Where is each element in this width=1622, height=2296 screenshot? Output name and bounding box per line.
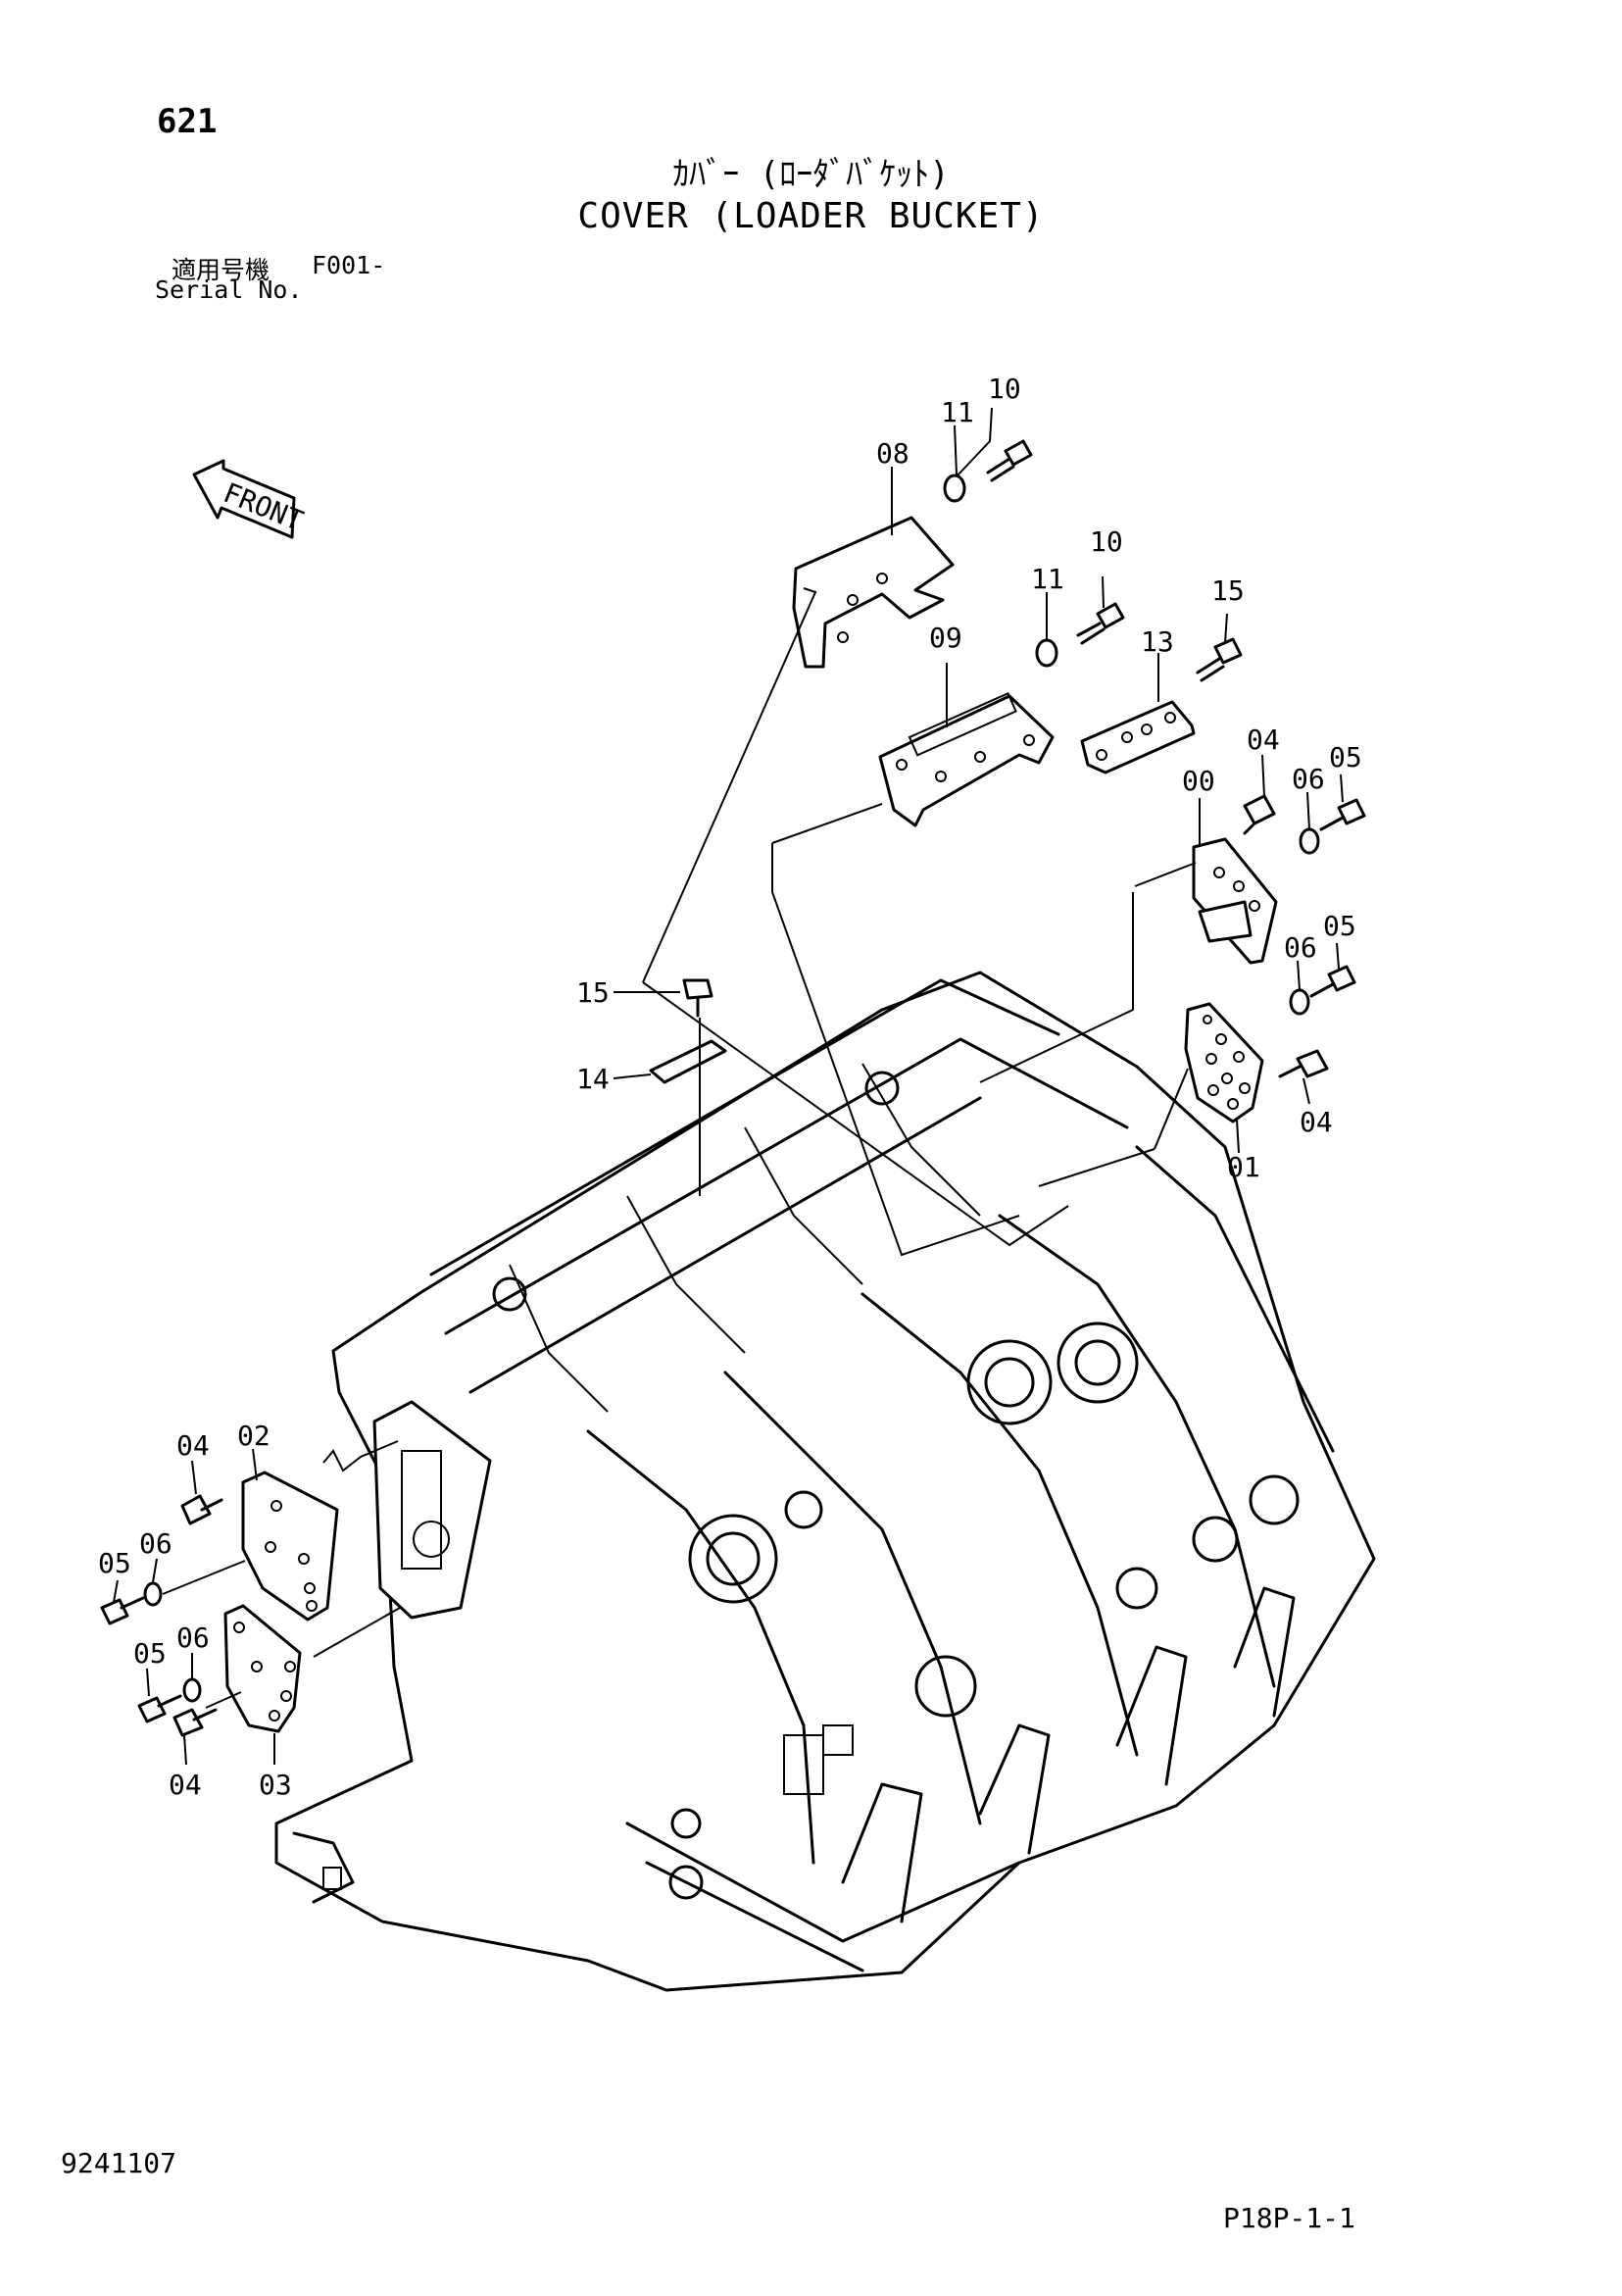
part-05-bolt-03 bbox=[137, 1694, 182, 1723]
part-13-cover-plate bbox=[1080, 700, 1196, 774]
part-14-plate bbox=[649, 1039, 727, 1084]
part-11-washer-top bbox=[943, 474, 966, 503]
callout-c-09: 09 bbox=[929, 622, 962, 654]
callout-c-10a: 10 bbox=[988, 373, 1021, 405]
part-06-washer-00 bbox=[1299, 827, 1320, 855]
part-06-washer-01 bbox=[1289, 988, 1310, 1016]
front-arrow-icon: FRONT bbox=[192, 459, 308, 539]
loader-bucket-body bbox=[274, 971, 1376, 1992]
callout-c-06c: 06 bbox=[139, 1527, 172, 1560]
part-10-bolt-mid bbox=[1076, 602, 1125, 645]
page-number: 621 bbox=[157, 102, 218, 141]
page-code: P18P-1-1 bbox=[1223, 2202, 1355, 2234]
callout-c-06b: 06 bbox=[1284, 931, 1317, 964]
callout-c-05b: 05 bbox=[1323, 910, 1356, 942]
part-04-bolt-03 bbox=[172, 1708, 218, 1737]
serial-label-english: Serial No. bbox=[155, 275, 303, 304]
serial-label-japanese: 適用号機 bbox=[172, 256, 270, 284]
callout-c-11a: 11 bbox=[941, 396, 974, 428]
part-10-bolt-top bbox=[986, 439, 1033, 482]
part-05-bolt-00 bbox=[1319, 798, 1366, 831]
callout-c-03: 03 bbox=[259, 1769, 292, 1801]
part-15-bolt-top bbox=[1196, 637, 1243, 682]
callout-c-06a: 06 bbox=[1292, 763, 1325, 795]
callout-c-04d: 04 bbox=[169, 1769, 202, 1801]
callout-c-05c: 05 bbox=[98, 1547, 131, 1579]
part-11-washer-mid bbox=[1035, 638, 1058, 668]
part-04-bolt-01 bbox=[1278, 1049, 1329, 1078]
callout-c-10b: 10 bbox=[1090, 525, 1123, 558]
part-02-bracket bbox=[241, 1471, 339, 1622]
callout-c-04a: 04 bbox=[1247, 724, 1280, 756]
callout-c-04c: 04 bbox=[176, 1429, 210, 1462]
title-japanese: ｶﾊﾞｰ (ﾛｰﾀﾞﾊﾞｹｯﾄ) bbox=[672, 155, 950, 194]
part-09-cover-plate bbox=[878, 691, 1055, 827]
part-05-bolt-01 bbox=[1309, 965, 1356, 998]
callout-labels: 10 11 08 10 11 15 09 13 04 06 05 00 06 0… bbox=[98, 373, 1362, 1801]
part-05-bolt-02 bbox=[100, 1596, 145, 1625]
part-06-washer-03 bbox=[182, 1677, 202, 1703]
callout-c-05d: 05 bbox=[133, 1637, 167, 1670]
callout-c-13: 13 bbox=[1141, 625, 1174, 658]
callout-c-08: 08 bbox=[876, 437, 909, 470]
callout-c-00: 00 bbox=[1182, 765, 1215, 797]
callout-c-11b: 11 bbox=[1031, 563, 1064, 595]
serial-value: F001- bbox=[312, 251, 386, 279]
part-08-cover-plate bbox=[792, 516, 955, 669]
callout-c-15b: 15 bbox=[576, 976, 610, 1009]
callout-c-06d: 06 bbox=[176, 1622, 210, 1654]
part-03-bracket bbox=[223, 1604, 302, 1733]
callout-c-14: 14 bbox=[576, 1063, 610, 1095]
title-english: COVER (LOADER BUCKET) bbox=[577, 196, 1045, 236]
callout-c-01: 01 bbox=[1227, 1151, 1260, 1183]
part-04-bolt-02 bbox=[180, 1494, 223, 1525]
part-06-washer-02 bbox=[143, 1581, 163, 1607]
callout-c-02: 02 bbox=[237, 1420, 270, 1452]
part-00-bracket bbox=[1192, 837, 1278, 965]
part-01-bracket bbox=[1184, 1002, 1264, 1123]
assembly-leader-lines bbox=[113, 407, 1344, 1766]
callout-c-04b: 04 bbox=[1300, 1106, 1333, 1138]
callout-c-05a: 05 bbox=[1329, 741, 1362, 774]
part-04-bolt-00 bbox=[1243, 794, 1276, 835]
document-number: 9241107 bbox=[61, 2147, 177, 2179]
callout-c-15a: 15 bbox=[1211, 574, 1245, 607]
part-15-bolt-center bbox=[682, 978, 713, 1018]
